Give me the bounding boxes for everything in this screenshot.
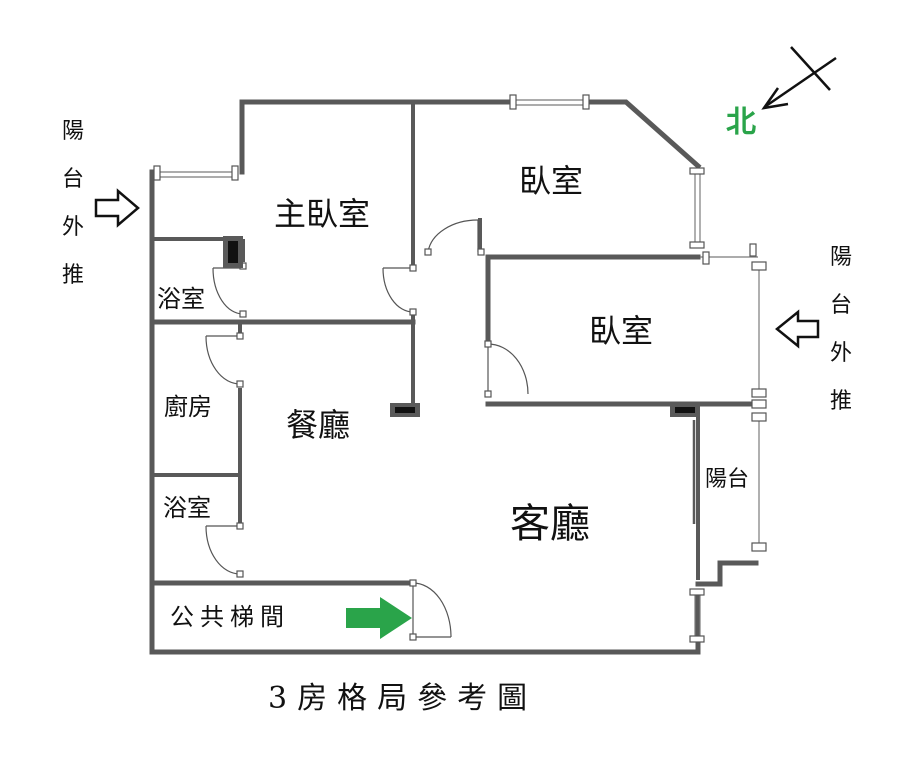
balcony-left-char-3: 外 xyxy=(62,215,84,240)
door-post xyxy=(409,308,417,316)
label-dining: 餐廳 xyxy=(286,406,350,444)
north-label: 北 xyxy=(726,105,756,140)
window-cap xyxy=(689,167,705,175)
north-indicator: 北 xyxy=(726,46,837,140)
label-bathroom-top: 浴室 xyxy=(157,285,205,313)
window-cap xyxy=(582,94,590,110)
door-bedroom-arc xyxy=(427,219,479,253)
door-master-arc xyxy=(382,267,414,313)
compass-line-2 xyxy=(790,46,831,91)
room-labels: 主臥室 臥室 臥室 浴室 廚房 餐廳 浴室 客廳 陽台 公共梯間 xyxy=(157,162,749,631)
column-bath1-inner xyxy=(228,241,238,263)
compass-line-1 xyxy=(765,56,837,108)
window-cap xyxy=(751,542,767,552)
door-entry-arc xyxy=(412,582,452,638)
window-cap xyxy=(751,412,767,422)
windows xyxy=(153,94,767,643)
window-cap xyxy=(751,388,767,398)
door-kitchen-arc xyxy=(205,335,241,385)
door-post xyxy=(424,248,432,256)
wall-left-outer xyxy=(149,169,701,655)
label-bathroom-bottom: 浴室 xyxy=(163,494,211,522)
window-cap xyxy=(751,261,767,271)
label-bedroom-top: 臥室 xyxy=(519,162,583,200)
walls xyxy=(149,99,759,655)
window-cap xyxy=(231,165,239,181)
window-cap xyxy=(689,588,705,596)
door-post xyxy=(484,340,492,348)
window-cap xyxy=(749,243,757,257)
balcony-left-char-4: 推 xyxy=(62,263,84,288)
balcony-right-note: 陽 台 外 推 xyxy=(775,245,852,414)
balcony-right-char-1: 陽 xyxy=(830,245,852,270)
entry-arrow xyxy=(346,597,412,639)
window-cap xyxy=(509,94,517,110)
balcony-right-arrow-icon xyxy=(775,309,820,349)
door-bath2-arc xyxy=(205,525,241,575)
balcony-left-char-2: 台 xyxy=(62,167,84,192)
balcony-right-char-2: 台 xyxy=(830,293,852,318)
balcony-left-note: 陽 台 外 推 xyxy=(62,119,140,288)
label-kitchen: 廚房 xyxy=(164,393,212,421)
window-cap xyxy=(689,241,705,249)
door-right-bedroom-arc xyxy=(487,343,529,395)
door-post xyxy=(236,522,244,530)
door-post xyxy=(236,332,244,340)
label-stairwell: 公共梯間 xyxy=(170,603,290,631)
label-balcony: 陽台 xyxy=(705,467,749,492)
door-post xyxy=(409,579,417,587)
door-post xyxy=(484,390,492,398)
column-dining-inner xyxy=(395,407,415,413)
wall-top xyxy=(239,99,515,175)
door-post xyxy=(236,380,244,388)
window-cap xyxy=(751,399,767,409)
label-master-bedroom: 主臥室 xyxy=(274,195,370,233)
balcony-left-char-1: 陽 xyxy=(62,119,84,144)
door-post xyxy=(236,570,244,578)
column-living-inner xyxy=(675,407,695,413)
balcony-right-char-3: 外 xyxy=(830,341,852,366)
wall-top-right xyxy=(584,99,702,170)
balcony-left-arrow-icon xyxy=(94,188,140,228)
window-cap xyxy=(702,251,710,265)
label-bedroom-right: 臥室 xyxy=(589,312,653,350)
wall-balcony-step xyxy=(695,560,759,587)
door-post xyxy=(239,310,247,318)
doors xyxy=(205,219,529,641)
north-arrow-icon xyxy=(761,87,789,110)
window-cap xyxy=(153,165,161,181)
door-bath1-arc xyxy=(212,267,244,315)
label-living: 客廳 xyxy=(510,501,590,547)
door-post xyxy=(409,264,417,272)
columns xyxy=(223,236,700,417)
window-cap xyxy=(689,635,705,643)
door-post xyxy=(409,633,417,641)
balcony-right-char-4: 推 xyxy=(830,389,852,414)
plan-title: 3房格局參考圖 xyxy=(268,681,537,716)
door-post xyxy=(477,248,485,256)
